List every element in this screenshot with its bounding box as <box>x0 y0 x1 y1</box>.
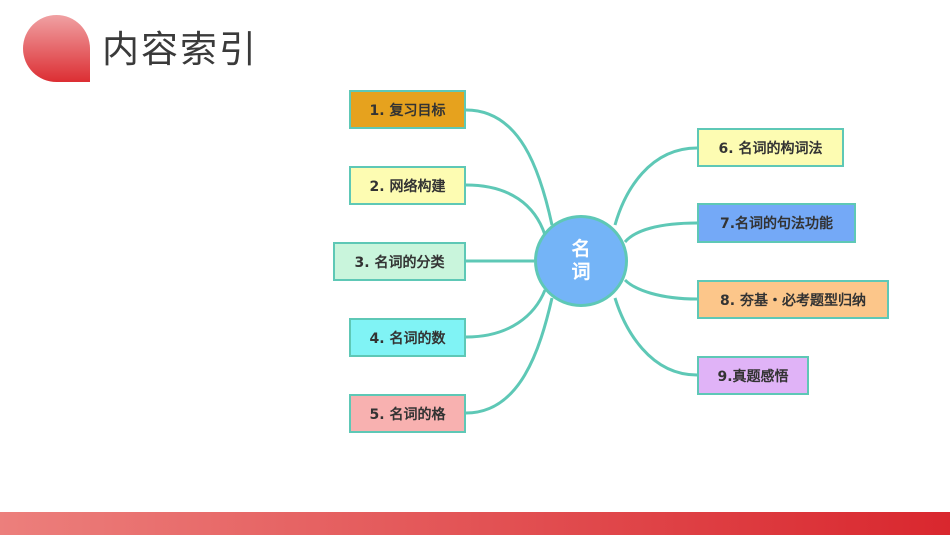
connector-7 <box>623 221 698 244</box>
center-char-2: 词 <box>571 261 591 283</box>
node-3[interactable]: 3. 名词的分类 <box>333 242 466 281</box>
node-5[interactable]: 5. 名词的格 <box>349 394 466 433</box>
footer-bar <box>0 512 950 535</box>
node-1[interactable]: 1. 复习目标 <box>349 90 466 129</box>
node-4[interactable]: 4. 名词的数 <box>349 318 466 357</box>
connector-5 <box>465 297 554 415</box>
node-2[interactable]: 2. 网络构建 <box>349 166 466 205</box>
title-drop-icon <box>23 15 90 82</box>
center-char-1: 名 <box>571 238 591 261</box>
connector-6 <box>613 146 698 226</box>
page-title: 内容索引 <box>102 28 258 71</box>
connector-1 <box>465 108 554 226</box>
center-node[interactable]: 名 词 <box>534 215 628 307</box>
node-8[interactable]: 8. 夯基・必考题型归纳 <box>697 280 889 319</box>
connector-8 <box>623 278 698 301</box>
connector-9 <box>613 297 698 377</box>
node-7[interactable]: 7.名词的句法功能 <box>697 203 856 243</box>
connector-4 <box>465 289 547 339</box>
node-6[interactable]: 6. 名词的构词法 <box>697 128 844 167</box>
node-9[interactable]: 9.真题感悟 <box>697 356 809 395</box>
connector-2 <box>465 183 547 236</box>
